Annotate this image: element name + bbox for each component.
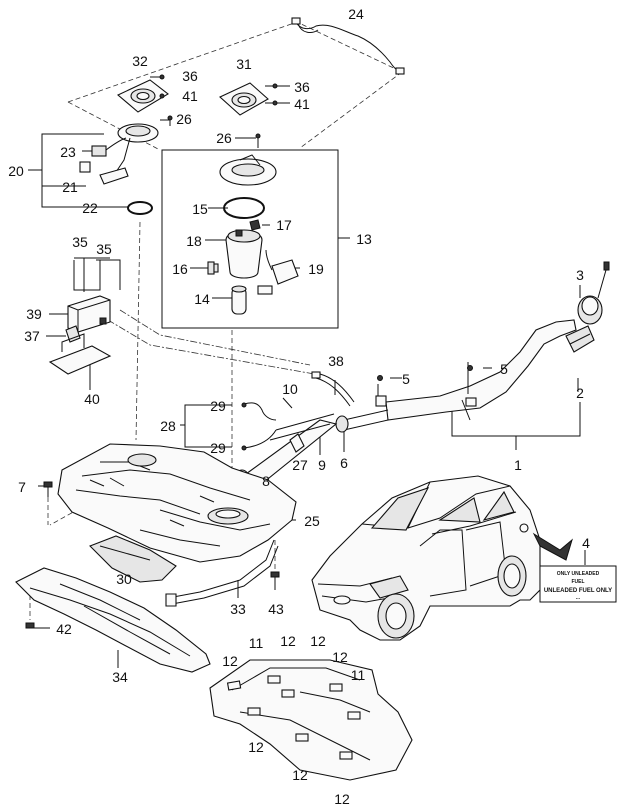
callout-30: 30 (116, 571, 132, 587)
part-37-pad (65, 325, 81, 343)
callout-36-right: 36 (294, 79, 310, 95)
callout-8: 8 (262, 473, 270, 489)
part-4-fuel-label: ONLY UNLEADED FUEL UNLEADED FUEL ONLY ..… (539, 565, 617, 603)
callout-2: 2 (576, 385, 584, 401)
part-18-pump-housing (225, 229, 263, 279)
callout-42: 42 (56, 621, 72, 637)
part-5-bolts (377, 365, 473, 381)
callout-21: 21 (62, 179, 78, 195)
callout-23: 23 (60, 144, 76, 160)
callout-25: 25 (304, 513, 320, 529)
callout-15: 15 (192, 201, 208, 217)
callout-numbers: 1 2 3 4 5 5 6 7 8 9 10 11 11 12 12 12 12… (8, 6, 590, 807)
callout-13: 13 (356, 231, 372, 247)
part-35-straps (73, 257, 121, 292)
callout-12-b: 12 (280, 633, 296, 649)
callout-27: 27 (292, 457, 308, 473)
callout-20: 20 (8, 163, 24, 179)
part-24-fuel-line (291, 17, 405, 75)
callout-24: 24 (348, 6, 364, 22)
label-4-line1: ONLY UNLEADED (557, 571, 600, 577)
callout-28: 28 (160, 418, 176, 434)
callout-4: 4 (582, 535, 590, 551)
callout-5-right: 5 (500, 361, 508, 377)
part-11-floor-insulator (209, 659, 413, 781)
callout-12-d: 12 (332, 649, 348, 665)
callout-14: 14 (194, 291, 210, 307)
callout-12-f: 12 (292, 767, 308, 783)
callout-16: 16 (172, 261, 188, 277)
callout-3: 3 (576, 267, 584, 283)
part-34-under-shield (15, 567, 211, 673)
part-12-pads (226, 675, 361, 760)
callout-38: 38 (328, 353, 344, 369)
callout-11-left: 11 (249, 635, 264, 651)
part-19-sender-unit (257, 249, 299, 295)
callout-9: 9 (318, 457, 326, 473)
callout-35-right: 35 (96, 241, 112, 257)
callout-39: 39 (26, 306, 42, 322)
callout-33: 33 (230, 601, 246, 617)
part-31-cover-plate (219, 82, 269, 116)
callout-32: 32 (132, 53, 148, 69)
part-16-clip (207, 261, 219, 275)
part-1-filler-pipe (343, 319, 577, 431)
callout-7: 7 (18, 479, 26, 495)
part-42-bolt (25, 622, 35, 629)
callout-5-left: 5 (402, 371, 410, 387)
part-33-strap (165, 539, 279, 607)
callout-12-g: 12 (334, 791, 350, 807)
part-29-hoses (241, 402, 277, 451)
screws-36-41 (159, 74, 278, 148)
callout-29-bottom: 29 (210, 440, 226, 456)
callout-41-right: 41 (294, 96, 310, 112)
callout-31: 31 (236, 56, 252, 72)
callout-19: 19 (308, 261, 324, 277)
callout-34: 34 (112, 669, 128, 685)
callout-36-left: 36 (182, 68, 198, 84)
callout-26-left: 26 (176, 111, 192, 127)
part-20-sender-assembly (79, 123, 159, 185)
label-4-line3: UNLEADED FUEL ONLY (544, 588, 612, 594)
callout-12-e: 12 (248, 739, 264, 755)
part-17-clip (249, 219, 261, 231)
callout-29-top: 29 (210, 398, 226, 414)
part-26-plate (219, 154, 277, 186)
label-4-line2: FUEL (571, 579, 584, 585)
callout-41-left: 41 (182, 88, 198, 104)
callout-37: 37 (24, 328, 40, 344)
part-2-filler-neck (565, 325, 595, 353)
callout-11-right: 11 (351, 667, 366, 683)
part-38-vent-hose (311, 371, 355, 407)
part-3-fuel-cap (577, 261, 610, 325)
callout-18: 18 (186, 233, 202, 249)
part-14-pump (231, 285, 247, 315)
part-40-bracket (48, 333, 112, 375)
part-30-heat-shield (89, 535, 177, 583)
callout-35-left: 35 (72, 234, 88, 250)
part-22-o-ring (127, 201, 153, 215)
vehicle-illustration (311, 475, 573, 641)
part-7-bolt (43, 481, 53, 497)
callout-43: 43 (268, 601, 284, 617)
callout-1: 1 (514, 457, 522, 473)
callout-26-right: 26 (216, 130, 232, 146)
callout-22: 22 (82, 200, 98, 216)
callout-6: 6 (340, 455, 348, 471)
callout-40: 40 (84, 391, 100, 407)
part-43-bolt (270, 571, 280, 590)
callout-10: 10 (282, 381, 298, 397)
label-4-line4: ... (576, 595, 581, 601)
callout-17: 17 (276, 217, 292, 233)
callout-12-c: 12 (310, 633, 326, 649)
part-6-clamp (335, 415, 349, 433)
part-32-cover-plate (116, 79, 169, 113)
part-39-canister (67, 295, 111, 333)
callout-12-a: 12 (222, 653, 238, 669)
part-15-gasket (223, 197, 265, 219)
part-25-fuel-tank (57, 443, 297, 563)
